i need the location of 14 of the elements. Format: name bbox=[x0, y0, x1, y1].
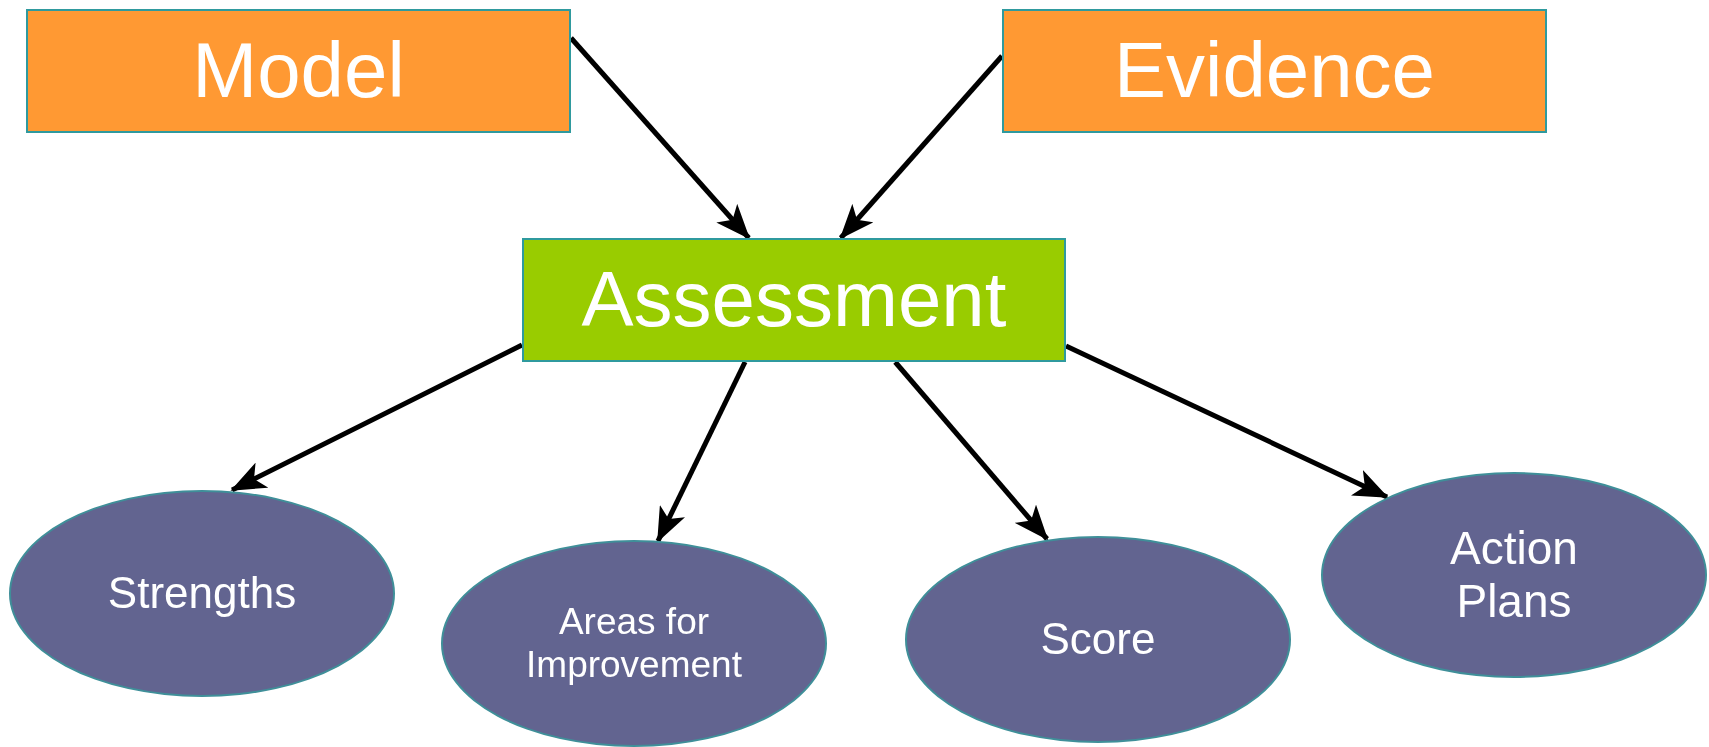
arrow bbox=[230, 342, 524, 493]
arrow bbox=[893, 360, 1049, 541]
node-label: Action Plans bbox=[1449, 522, 1579, 628]
node-label: Assessment bbox=[581, 255, 1007, 345]
node-label: Score bbox=[1040, 614, 1156, 665]
node-label: Areas for Improvement bbox=[525, 600, 743, 687]
node-label: Model bbox=[192, 26, 405, 116]
process-box bbox=[1002, 9, 1547, 133]
process-box bbox=[522, 238, 1066, 362]
process-box bbox=[26, 9, 571, 133]
arrow bbox=[838, 54, 1004, 240]
node-label: Evidence bbox=[1114, 26, 1435, 116]
node-label: Strengths bbox=[107, 568, 297, 619]
arrow bbox=[655, 360, 748, 543]
